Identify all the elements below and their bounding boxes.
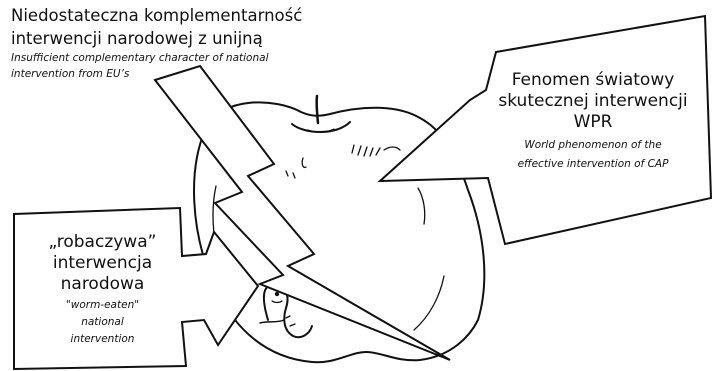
apple-dimple-inner xyxy=(307,128,335,133)
worm-hole xyxy=(259,319,285,324)
right-pl-line1: Fenomen światowy xyxy=(511,70,675,90)
top-left-pl-line2: interwencji narodowej z unijną xyxy=(11,29,263,48)
left-en-line2: national xyxy=(81,316,124,328)
right-callout-text: Fenomen światowy skutecznej interwencji … xyxy=(475,70,711,171)
apple-outline xyxy=(193,101,486,364)
right-en-line2: effective intervention of CAP xyxy=(517,158,669,170)
right-pl-line3: WPR xyxy=(573,112,613,132)
left-callout-box xyxy=(13,206,260,371)
apple-dimple xyxy=(291,121,351,133)
worm-icon xyxy=(259,283,313,339)
top-left-caption: Niedostateczna komplementarność interwen… xyxy=(11,4,341,82)
left-pl-line1: „robaczywa” xyxy=(48,232,157,252)
lightning-bolt-icon xyxy=(153,64,451,361)
apple-stem xyxy=(315,94,320,125)
left-pl-line3: narodowa xyxy=(60,274,145,294)
worm-body xyxy=(262,283,313,339)
right-en-line1: World phenomenon of the xyxy=(524,139,662,151)
right-pl-line2: skutecznej interwencji xyxy=(498,91,688,111)
left-en-line3: intervention xyxy=(70,333,135,345)
top-left-pl-line1: Niedostateczna komplementarność xyxy=(11,6,303,25)
worm-mouth xyxy=(271,300,283,304)
top-left-en-line1: Insufficient complementary character of … xyxy=(11,52,269,64)
right-callout-box xyxy=(377,14,713,246)
top-left-en-line2: intervention from EU’s xyxy=(11,68,130,80)
worm-eye xyxy=(274,291,280,297)
apple-icon xyxy=(193,94,486,364)
left-en-line1: "worm-eaten" xyxy=(65,299,140,311)
left-callout-text: „robaczywa” interwencja narodowa "worm-e… xyxy=(10,232,195,346)
left-pl-line2: interwencja xyxy=(52,253,153,273)
